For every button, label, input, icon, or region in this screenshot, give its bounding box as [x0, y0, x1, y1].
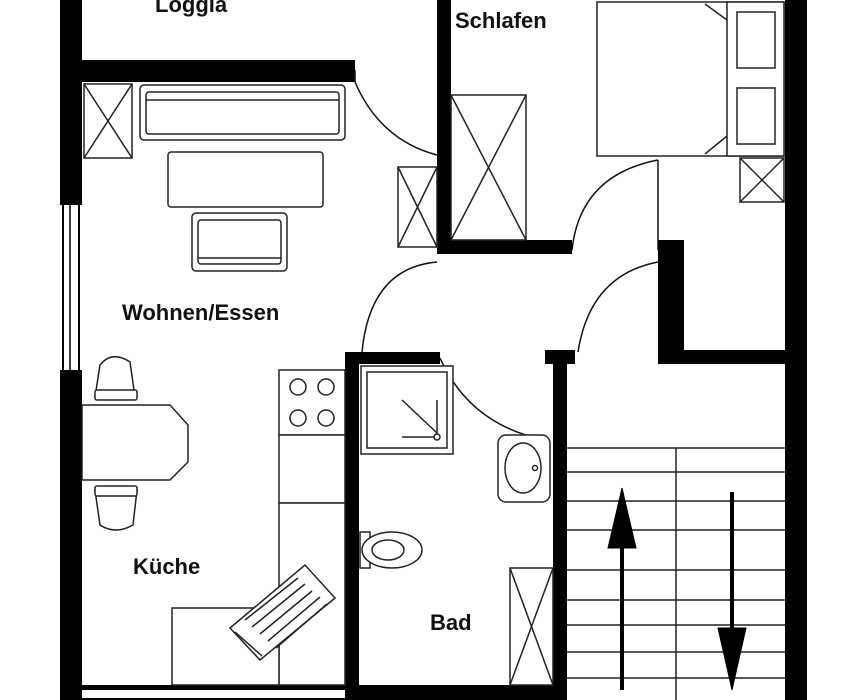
wall-loggia-living — [60, 60, 355, 82]
stove-burners — [289, 378, 335, 427]
stairs-arrows — [607, 487, 747, 691]
outer-wall-right — [785, 0, 807, 700]
cabinet-living-right — [397, 166, 438, 248]
toilet — [359, 531, 423, 569]
window-bottom — [82, 688, 345, 700]
dining-table — [81, 404, 189, 481]
window-left — [60, 205, 82, 370]
dining-chair-top — [94, 356, 138, 401]
kitchen-counter — [171, 369, 346, 686]
loggia-area — [82, 0, 437, 60]
coffee-table — [167, 151, 324, 208]
kitchen-lounger — [228, 563, 337, 662]
shower — [360, 365, 454, 455]
cabinet-living-left — [83, 83, 133, 159]
nightstand — [739, 157, 785, 203]
wall-bath-right — [553, 350, 567, 700]
staircase — [567, 447, 785, 700]
sink — [497, 434, 551, 503]
bedroom-wardrobe — [450, 94, 527, 241]
sofa — [139, 84, 346, 141]
bath-cabinet — [509, 567, 554, 686]
bathroom-fixtures — [359, 365, 554, 686]
door-loggia — [354, 70, 438, 156]
room-label-loggia: Loggia — [155, 0, 228, 17]
room-label-kueche: Küche — [133, 554, 200, 579]
arrow-up-icon — [607, 487, 637, 690]
door-stair — [577, 261, 659, 353]
room-label-wohnen-essen: Wohnen/Essen — [122, 300, 279, 325]
room-label-bad: Bad — [430, 610, 472, 635]
room-label-schlafen: Schlafen — [455, 8, 547, 33]
door-living — [361, 261, 438, 353]
living-furniture — [83, 83, 438, 272]
wall-stair-top — [658, 350, 788, 364]
wall-bath-left — [345, 352, 359, 700]
door-bath — [439, 357, 546, 441]
door-bedroom — [571, 159, 659, 251]
arrow-down-icon — [717, 492, 747, 691]
bed — [596, 1, 785, 157]
wall-bath-top — [345, 352, 440, 364]
wall-bedroom-right-lower — [658, 240, 684, 360]
wall-living-bedroom — [437, 0, 451, 250]
armchair — [191, 212, 288, 272]
wall-bedroom-bottom — [437, 240, 572, 254]
dining-chair-bottom — [94, 485, 138, 531]
bedroom-furniture — [450, 1, 785, 241]
dining-furniture — [81, 356, 189, 531]
